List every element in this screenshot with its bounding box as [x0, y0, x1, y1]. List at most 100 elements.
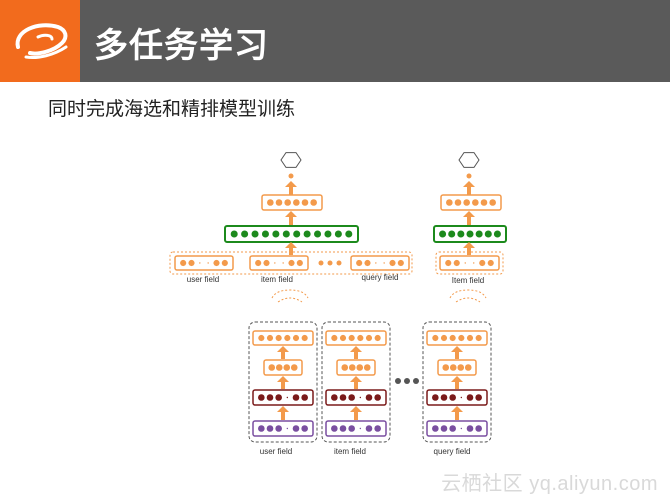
neuron-dot [292, 394, 300, 401]
neuron-dot [284, 334, 291, 342]
arrow-head [285, 242, 297, 248]
tower-container [248, 321, 318, 443]
tower-top-layer [426, 330, 488, 346]
tower-arrow [350, 376, 362, 389]
neuron-dot [275, 199, 283, 206]
ellipsis-dot [359, 396, 362, 399]
neuron-dot [363, 364, 371, 371]
neuron-dot [348, 394, 355, 401]
label-item-field-right: Item field [452, 276, 484, 285]
neuron-dot [301, 425, 308, 432]
neuron-dot [475, 334, 482, 342]
neuron-dot [480, 199, 488, 206]
ellipsis-dot [286, 427, 289, 430]
shared-input-arc-left-inner [277, 297, 303, 303]
neuron-dot [345, 230, 353, 238]
tower-mid-layer [263, 359, 303, 376]
neuron-dot [489, 199, 496, 206]
tower-arrow [451, 406, 463, 420]
label-user-field-bottom: user field [260, 447, 292, 456]
dense-layer-left [261, 194, 323, 211]
layer-box [325, 420, 387, 437]
shared-input-arc-right [449, 289, 487, 299]
tower-arrow [277, 406, 289, 420]
dense-layer-right [440, 194, 502, 211]
ellipsis-dot [282, 262, 284, 264]
ellipsis-dot [464, 262, 466, 264]
neuron-dot [453, 259, 460, 267]
neuron-dot [493, 230, 501, 238]
neuron-dot [268, 364, 276, 371]
ellipsis-dot [383, 262, 385, 264]
ellipsis-dot-big [327, 260, 333, 266]
neuron-dot [241, 230, 249, 238]
label-item-field-bottom: item field [334, 447, 366, 456]
neuron-dot [446, 199, 453, 206]
ellipsis-dot-gray [404, 378, 410, 384]
tower-hidden-layer [426, 389, 488, 406]
page-subtitle: 同时完成海选和精排模型训练 [48, 98, 296, 120]
user-field-embedding-top [174, 255, 234, 271]
layer-box [325, 389, 387, 406]
neuron-dot [439, 230, 447, 238]
neuron-dot [290, 364, 298, 371]
arrow-right-top [463, 181, 475, 195]
neuron-dot [230, 230, 238, 238]
ellipsis-dot [286, 396, 289, 399]
neuron-dot [292, 334, 300, 342]
arrow-shaft [281, 411, 285, 420]
arrow-shaft [289, 216, 293, 226]
tower-arrow [277, 376, 289, 389]
shared-input-arc-right-inner [455, 297, 481, 303]
tower-mid-layer [437, 359, 477, 376]
neuron-dot [266, 334, 274, 342]
neuron-dot [365, 334, 373, 342]
neuron-dot [180, 259, 187, 267]
ellipsis-dot [207, 262, 209, 264]
layer-box [252, 389, 314, 406]
neuron-dot [475, 425, 482, 432]
item-field-embedding-right [439, 255, 500, 271]
output-node-right [458, 152, 480, 168]
neuron-dot [357, 334, 364, 342]
tower-hidden-layer [325, 389, 387, 406]
layer-box [224, 225, 359, 243]
neuron-dot [464, 364, 472, 371]
neuron-dot [356, 364, 364, 371]
neuron-dot [374, 394, 381, 401]
neuron-dot [365, 394, 373, 401]
arrow-head [277, 376, 289, 382]
neuron-dot [449, 364, 457, 371]
neuron-dot [463, 199, 470, 206]
arrow-shaft [281, 351, 285, 359]
neuron-dot [324, 230, 332, 238]
neuron-dot [301, 394, 308, 401]
neuron-dot [348, 425, 355, 432]
arrow-right-mid [463, 211, 475, 226]
neuron-dot [457, 230, 465, 238]
ellipsis-dot [375, 262, 377, 264]
arrow-shaft [281, 381, 285, 389]
neuron-dot [440, 425, 448, 432]
neuron-dot [475, 230, 483, 238]
layer-box [174, 255, 234, 271]
tower-input-layer [426, 420, 488, 437]
neuron-dot [440, 334, 448, 342]
neuron-dot [389, 259, 396, 267]
ellipsis-dot [359, 427, 362, 430]
neuron-dot [310, 199, 317, 206]
tower-input-layer [252, 420, 314, 437]
neuron-dot [261, 230, 269, 238]
ellipsis-dot [274, 262, 276, 264]
ellipsis-dot-gray [413, 378, 419, 384]
layer-box [325, 330, 387, 346]
neuron-dot [296, 259, 303, 267]
query-field-embedding-top [350, 255, 410, 271]
arrow-shaft [455, 381, 459, 389]
neuron-dot [266, 394, 274, 401]
ellipsis-dot-big [336, 260, 342, 266]
concat-layer-left [224, 225, 359, 243]
item-field-embedding-top [249, 255, 309, 271]
neuron-dot [303, 230, 311, 238]
